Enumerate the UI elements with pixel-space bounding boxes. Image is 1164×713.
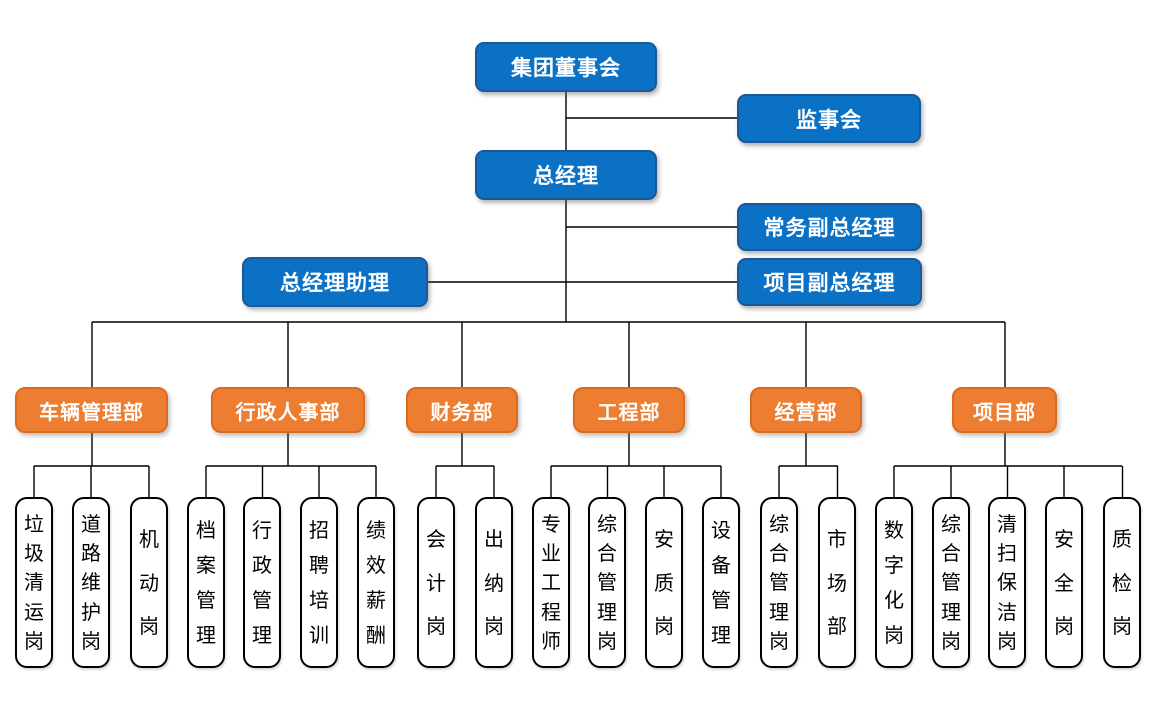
position-node: 市场部 bbox=[818, 497, 856, 668]
board-node: 集团董事会 bbox=[475, 42, 657, 92]
position-node: 质检岗 bbox=[1103, 497, 1141, 668]
position-node: 道路维护岗 bbox=[72, 497, 110, 668]
position-node: 设备管理 bbox=[702, 497, 740, 668]
position-node: 档案管理 bbox=[187, 497, 225, 668]
position-node: 数字化岗 bbox=[875, 497, 913, 668]
department-node-engineering: 工程部 bbox=[573, 387, 685, 433]
position-node: 安全岗 bbox=[1045, 497, 1083, 668]
position-node: 机动岗 bbox=[130, 497, 168, 668]
position-node: 专业工程师 bbox=[532, 497, 570, 668]
position-node: 行政管理 bbox=[243, 497, 281, 668]
project-deputy-gm-node: 项目副总经理 bbox=[737, 258, 922, 306]
department-node-hr-admin: 行政人事部 bbox=[211, 387, 365, 433]
gm-node: 总经理 bbox=[475, 150, 657, 200]
department-node-operations: 经营部 bbox=[750, 387, 862, 433]
department-node-vehicle-management: 车辆管理部 bbox=[15, 387, 168, 433]
department-node-finance: 财务部 bbox=[406, 387, 518, 433]
position-node: 安质岗 bbox=[645, 497, 683, 668]
position-node: 会计岗 bbox=[417, 497, 455, 668]
position-node: 综合管理岗 bbox=[588, 497, 626, 668]
position-node: 出纳岗 bbox=[475, 497, 513, 668]
gm-assistant-node: 总经理助理 bbox=[242, 257, 428, 307]
position-node: 综合管理岗 bbox=[760, 497, 798, 668]
supervisory-node: 监事会 bbox=[737, 94, 921, 143]
position-node: 综合管理岗 bbox=[932, 497, 970, 668]
position-node: 垃圾清运岗 bbox=[15, 497, 53, 668]
exec-deputy-gm-node: 常务副总经理 bbox=[737, 203, 922, 251]
department-node-projects: 项目部 bbox=[952, 387, 1057, 433]
position-node: 绩效薪酬 bbox=[357, 497, 395, 668]
position-node: 招聘培训 bbox=[300, 497, 338, 668]
position-node: 清扫保洁岗 bbox=[988, 497, 1026, 668]
